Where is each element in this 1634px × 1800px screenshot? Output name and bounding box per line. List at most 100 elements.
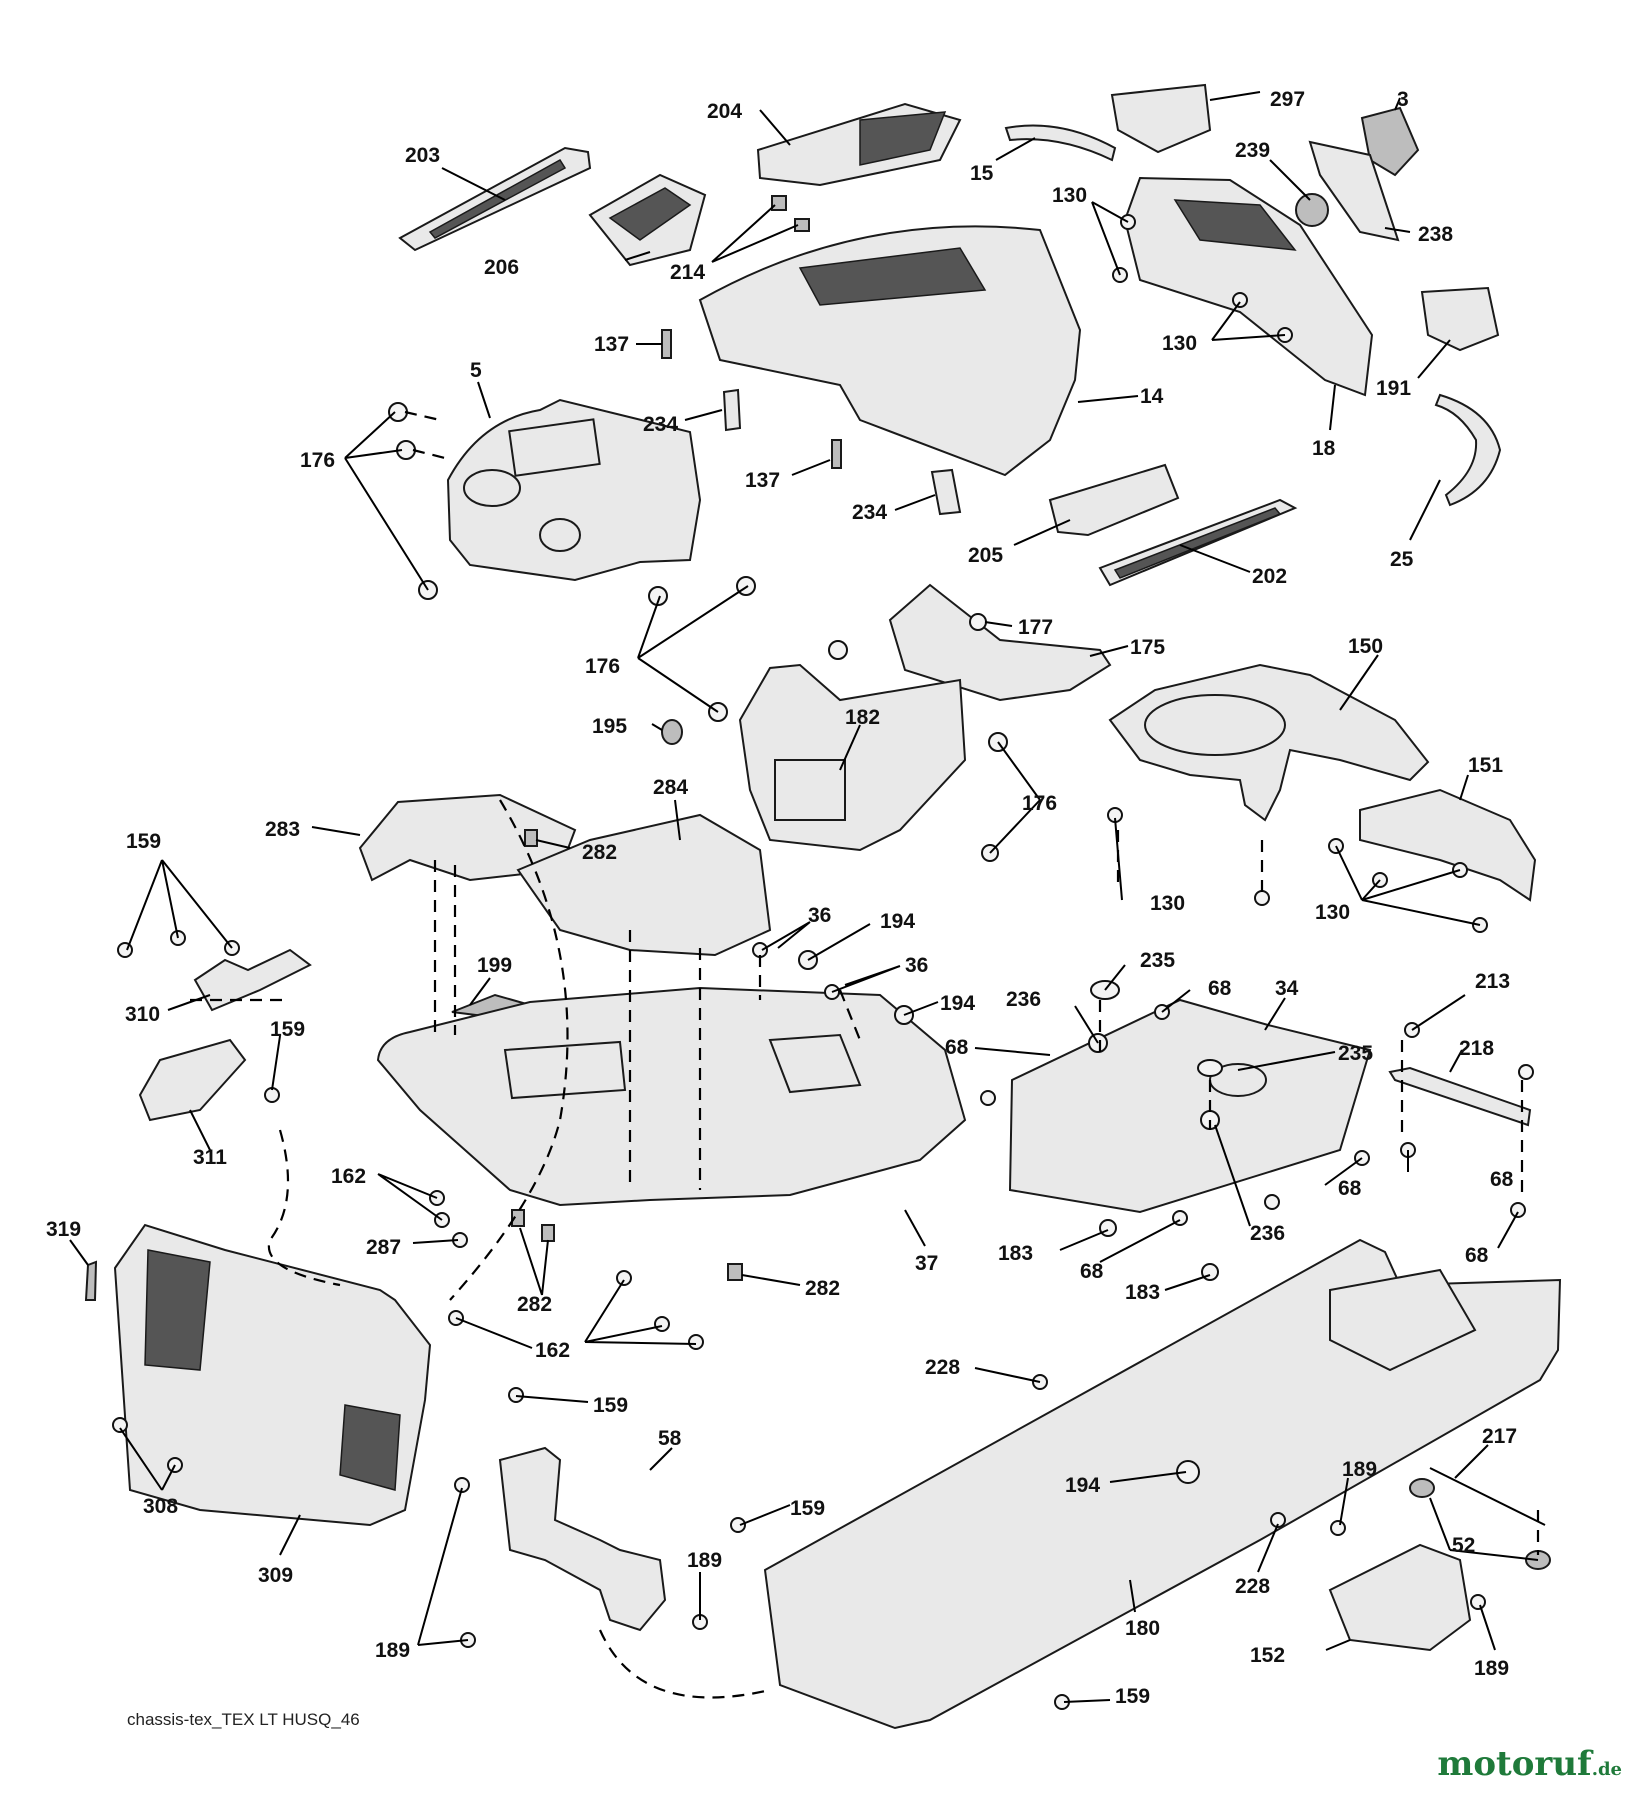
watermark-name: motoruf	[1437, 1744, 1592, 1784]
bolt-68-b	[980, 1090, 996, 1106]
callout-162-lower: 162	[535, 1339, 570, 1362]
leader-194b	[903, 1001, 939, 1016]
part-297-cover	[1110, 83, 1212, 154]
part-18-front-housing	[1123, 176, 1374, 397]
bolt-130-f	[1254, 890, 1270, 906]
callout-68-mid: 68	[1338, 1177, 1362, 1200]
callout-319: 319	[46, 1218, 81, 1241]
callout-205: 205	[968, 544, 1003, 567]
callout-180: 180	[1125, 1617, 1160, 1640]
callout-236-lower: 236	[1250, 1222, 1285, 1245]
fastener-176-f	[828, 640, 848, 660]
leader-130d	[1335, 845, 1481, 926]
callout-36-lower: 36	[905, 954, 928, 977]
leader-130c	[1114, 817, 1123, 901]
callout-58: 58	[658, 1427, 682, 1450]
part-194-nut	[1176, 1460, 1200, 1484]
leader-162a	[377, 1173, 443, 1221]
diagram-caption: chassis-tex_TEX LT HUSQ_46	[127, 1710, 360, 1729]
part-180-frame	[763, 1238, 1562, 1730]
part-282-clip-c	[541, 1224, 555, 1242]
bolt-159-f	[730, 1517, 746, 1533]
callout-130-bracket: 130	[1315, 901, 1350, 924]
callout-15: 15	[970, 162, 994, 185]
leader-310	[167, 994, 211, 1011]
leader-309	[279, 1514, 301, 1556]
dash-b	[412, 448, 446, 460]
dash-a	[404, 410, 441, 422]
callout-159-mid: 159	[270, 1018, 305, 1041]
callout-235-lower: 235	[1338, 1042, 1373, 1065]
callout-236-upper: 236	[1006, 988, 1041, 1011]
leader-52	[1429, 1497, 1539, 1561]
callout-68-left: 68	[945, 1036, 969, 1059]
callout-202: 202	[1252, 565, 1287, 588]
part-182-lower-dash	[738, 663, 967, 852]
leader-68a	[1161, 989, 1191, 1013]
leader-234a	[684, 409, 723, 421]
part-152-guard	[1328, 1543, 1472, 1652]
callout-189-right-upper: 189	[1342, 1458, 1377, 1481]
part-309-grille-a	[144, 1249, 211, 1371]
dash-i	[267, 1129, 341, 1287]
leader-37	[904, 1209, 926, 1247]
leader-3	[1394, 97, 1401, 111]
leader-lines	[69, 91, 1539, 1703]
leader-36a	[761, 921, 811, 951]
callout-189-left: 189	[375, 1639, 410, 1662]
part-175-bracket	[888, 583, 1112, 702]
leader-217	[1454, 1444, 1489, 1479]
callout-204: 204	[707, 100, 742, 123]
callout-68-lower: 68	[1080, 1260, 1104, 1283]
bolt-159-e	[508, 1387, 524, 1403]
callout-68-right: 68	[1490, 1168, 1514, 1191]
bolt-189-a	[454, 1477, 470, 1493]
callout-228-lower: 228	[1235, 1575, 1270, 1598]
leader-182	[839, 724, 861, 771]
fastener-176-a	[388, 402, 408, 422]
callout-14: 14	[1140, 385, 1164, 408]
callout-151: 151	[1468, 754, 1503, 777]
leader-159a	[126, 859, 233, 951]
callout-25: 25	[1390, 548, 1414, 571]
callout-189-right-lower: 189	[1474, 1657, 1509, 1680]
callout-194-lower: 194	[940, 992, 975, 1015]
bolt-228-b	[1270, 1512, 1286, 1528]
leader-282b	[519, 1227, 549, 1296]
part-238-panel	[1308, 140, 1400, 242]
part-234-pad-a	[722, 388, 742, 432]
leader-238	[1384, 227, 1411, 233]
callout-213: 213	[1475, 970, 1510, 993]
callout-130-top: 130	[1052, 184, 1087, 207]
leader-159d	[739, 1504, 791, 1526]
bolt-68-f	[1510, 1202, 1526, 1218]
leader-177	[984, 621, 1013, 627]
callout-297: 297	[1270, 88, 1305, 111]
callout-238: 238	[1418, 223, 1453, 246]
callout-52: 52	[1452, 1534, 1475, 1557]
leader-287	[412, 1239, 459, 1244]
leader-68f	[1497, 1211, 1519, 1249]
callout-3: 3	[1397, 88, 1409, 111]
callout-182: 182	[845, 706, 880, 729]
callout-137-lower: 137	[745, 469, 780, 492]
assembly-lines	[190, 410, 1540, 1699]
bolt-68-d	[1264, 1194, 1280, 1210]
leader-189a	[1339, 1477, 1349, 1526]
callout-194-frame: 194	[1065, 1474, 1100, 1497]
leader-236a	[1074, 1005, 1099, 1044]
callout-68-far-right: 68	[1465, 1244, 1489, 1267]
callout-199: 199	[477, 954, 512, 977]
leader-283	[311, 826, 361, 836]
callout-159-top: 159	[126, 830, 161, 853]
part-206-grille	[608, 187, 692, 241]
callout-282-right: 282	[805, 1277, 840, 1300]
leader-150	[1339, 654, 1379, 711]
callout-194-upper: 194	[880, 910, 915, 933]
part-235-washer-b	[1197, 1059, 1223, 1077]
leader-191	[1417, 339, 1451, 379]
leader-203	[441, 167, 506, 201]
leader-284	[674, 799, 681, 841]
callout-159-bumper: 159	[593, 1394, 628, 1417]
